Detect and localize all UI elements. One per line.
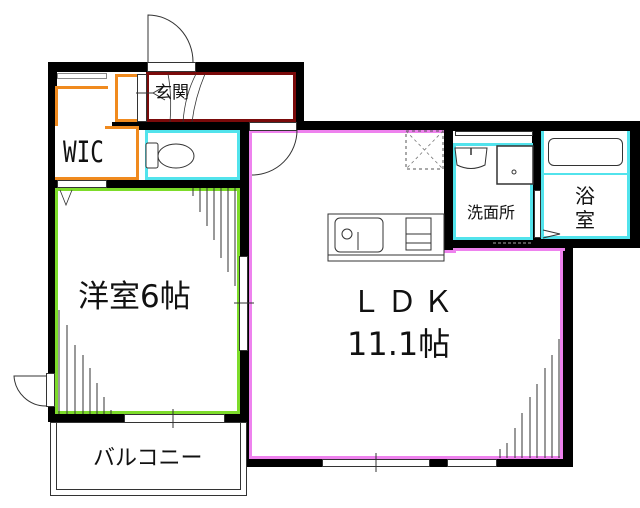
wall-ldk-right: [563, 244, 573, 466]
room-entrance: [146, 72, 296, 122]
ldk-notch: [444, 250, 456, 253]
window-ldk-bottom-2[interactable]: [447, 459, 497, 467]
washroom-top-shelf: [455, 131, 533, 136]
door-wic-opening[interactable]: [57, 180, 107, 188]
bathtub: [548, 138, 623, 166]
wall-bath-bottom: [453, 239, 640, 248]
wic-shelf: [57, 73, 107, 79]
wall-wic-bottom: [48, 180, 248, 188]
label-western-room: 洋室6帖: [78, 279, 191, 315]
label-wic: WIC: [63, 135, 104, 169]
wall-entrance-right: [295, 62, 304, 130]
wall-toilet-ldk: [240, 122, 249, 188]
entrance-step: [137, 74, 147, 122]
balcony: [50, 422, 247, 496]
label-ldk-line1: ＬＤＫ: [351, 285, 459, 320]
label-bathroom-1: 浴: [575, 184, 595, 208]
label-ldk-line2: 11.1帖: [347, 325, 451, 363]
balcony-inner: [56, 422, 241, 490]
wall-right: [630, 121, 640, 246]
door-bath-opening[interactable]: [534, 190, 541, 238]
door-ldk-opening[interactable]: [249, 122, 297, 131]
door-outside-left[interactable]: [46, 373, 55, 407]
label-washroom: 洗面所: [467, 203, 516, 222]
label-bathroom-2: 室: [575, 208, 595, 232]
wall-entrance-bottom: [112, 122, 304, 130]
door-entrance-opening[interactable]: [147, 62, 196, 72]
wic-top-step: [105, 126, 139, 129]
room-ldk-main: [249, 250, 563, 459]
label-entrance: 玄関: [155, 83, 189, 103]
room-western: [55, 188, 240, 414]
label-balcony: バルコニー: [93, 446, 203, 471]
bathtub-divider: [541, 173, 630, 175]
window-westroom-bottom[interactable]: [124, 414, 225, 423]
ldk-top-right-edge: [453, 248, 565, 251]
room-wic-lower: [55, 126, 139, 180]
wall-left: [48, 62, 57, 412]
wall-wash-bath: [532, 121, 541, 243]
wall-wash-left: [444, 121, 453, 259]
